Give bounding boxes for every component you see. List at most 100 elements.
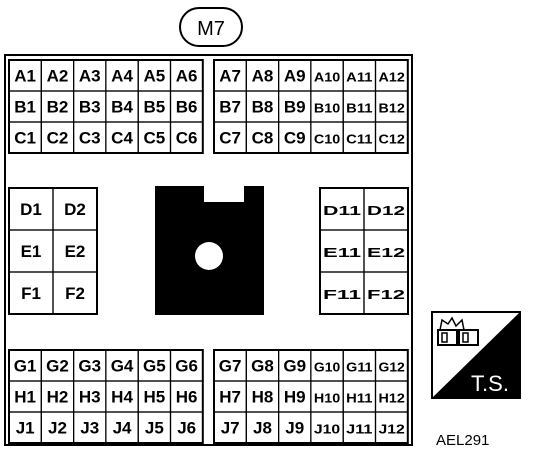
pin-label-c7: C7 — [219, 129, 241, 148]
pin-label-g7: G7 — [219, 357, 242, 376]
pin-label-b6: B6 — [176, 98, 198, 117]
pin-label-j12: J12 — [379, 422, 405, 437]
pin-label-b7: B7 — [219, 98, 241, 117]
pin-label-c2: C2 — [47, 129, 69, 148]
pin-label-f11: F11 — [323, 287, 361, 302]
pin-label-a8: A8 — [252, 67, 274, 86]
latch-hole — [195, 242, 223, 270]
pin-label-d12: D12 — [367, 203, 405, 218]
pin-label-c12: C12 — [379, 132, 405, 147]
pin-label-j4: J4 — [113, 419, 132, 438]
pin-label-g8: G8 — [251, 357, 274, 376]
pin-label-h7: H7 — [219, 388, 241, 407]
pin-label-a4: A4 — [111, 67, 133, 86]
pin-label-j9: J9 — [285, 419, 304, 438]
pin-cell — [169, 411, 204, 444]
ts-badge: T.S. — [431, 311, 521, 399]
pin-label-j8: J8 — [253, 419, 272, 438]
pin-label-j6: J6 — [177, 419, 196, 438]
pin-label-h12: H12 — [379, 391, 405, 406]
pin-label-e12: E12 — [367, 245, 405, 260]
pin-label-j2: J2 — [48, 419, 67, 438]
pin-label-c11: C11 — [346, 132, 372, 147]
pin-label-c8: C8 — [252, 129, 274, 148]
pin-label-g6: G6 — [175, 357, 198, 376]
pin-label-f2: F2 — [65, 284, 85, 303]
pin-label-b4: B4 — [111, 98, 133, 117]
pin-label-a1: A1 — [14, 67, 36, 86]
pin-label-h8: H8 — [252, 388, 274, 407]
pin-label-h9: H9 — [284, 388, 306, 407]
connector-label: M7 — [197, 18, 225, 40]
pin-label-a7: A7 — [219, 67, 241, 86]
pin-label-e1: E1 — [21, 242, 42, 261]
pin-cell — [169, 121, 204, 154]
pin-label-h6: H6 — [176, 388, 198, 407]
pin-label-j7: J7 — [221, 419, 240, 438]
pin-cell — [374, 411, 409, 444]
pin-label-b8: B8 — [252, 98, 274, 117]
pin-label-j5: J5 — [145, 419, 164, 438]
pin-cell — [374, 121, 409, 154]
pin-label-b12: B12 — [379, 101, 405, 116]
pin-label-f12: F12 — [367, 287, 405, 302]
pin-label-d2: D2 — [64, 200, 86, 219]
pin-label-g10: G10 — [314, 360, 340, 375]
pin-label-d1: D1 — [20, 200, 42, 219]
pin-label-j10: J10 — [314, 422, 340, 437]
pin-label-c10: C10 — [314, 132, 340, 147]
reference-code: AEL291 — [436, 432, 489, 449]
pin-label-c9: C9 — [284, 129, 306, 148]
pin-label-d11: D11 — [323, 203, 361, 218]
pin-label-c3: C3 — [79, 129, 101, 148]
pin-label-a5: A5 — [143, 67, 165, 86]
pin-label-g4: G4 — [111, 357, 134, 376]
pin-cell — [363, 271, 409, 315]
pin-label-j1: J1 — [16, 419, 35, 438]
pin-label-e2: E2 — [65, 242, 86, 261]
pin-label-h5: H5 — [143, 388, 165, 407]
pin-label-g11: G11 — [346, 360, 372, 375]
pin-label-h10: H10 — [314, 391, 340, 406]
pin-label-a6: A6 — [176, 67, 198, 86]
pin-label-b1: B1 — [14, 98, 36, 117]
pin-label-h3: H3 — [79, 388, 101, 407]
pin-label-h2: H2 — [47, 388, 69, 407]
pin-label-g2: G2 — [46, 357, 69, 376]
pin-label-j11: J11 — [346, 422, 372, 437]
pin-label-h4: H4 — [111, 388, 133, 407]
pin-label-b10: B10 — [314, 101, 340, 116]
pin-label-b3: B3 — [79, 98, 101, 117]
pin-label-c5: C5 — [143, 129, 165, 148]
pin-label-a3: A3 — [79, 67, 101, 86]
pin-label-g3: G3 — [78, 357, 101, 376]
pin-label-c4: C4 — [111, 129, 133, 148]
connector-label-oval — [179, 7, 243, 47]
pin-label-g9: G9 — [283, 357, 306, 376]
pin-label-f1: F1 — [21, 284, 41, 303]
pin-label-g12: G12 — [379, 360, 405, 375]
pin-label-a2: A2 — [47, 67, 69, 86]
pin-label-a12: A12 — [379, 70, 405, 85]
pin-label-b9: B9 — [284, 98, 306, 117]
pin-label-a9: A9 — [284, 67, 306, 86]
pin-label-b5: B5 — [143, 98, 165, 117]
pin-label-h1: H1 — [14, 388, 36, 407]
pin-label-a11: A11 — [346, 70, 372, 85]
pin-label-j3: J3 — [80, 419, 99, 438]
connector-icon — [437, 316, 479, 346]
pin-label-h11: H11 — [346, 391, 372, 406]
pin-label-g5: G5 — [143, 357, 166, 376]
pin-label-b11: B11 — [346, 101, 372, 116]
pin-label-e11: E11 — [323, 245, 361, 260]
pin-label-a10: A10 — [314, 70, 340, 85]
pin-label-c1: C1 — [14, 129, 36, 148]
pin-label-b2: B2 — [47, 98, 69, 117]
